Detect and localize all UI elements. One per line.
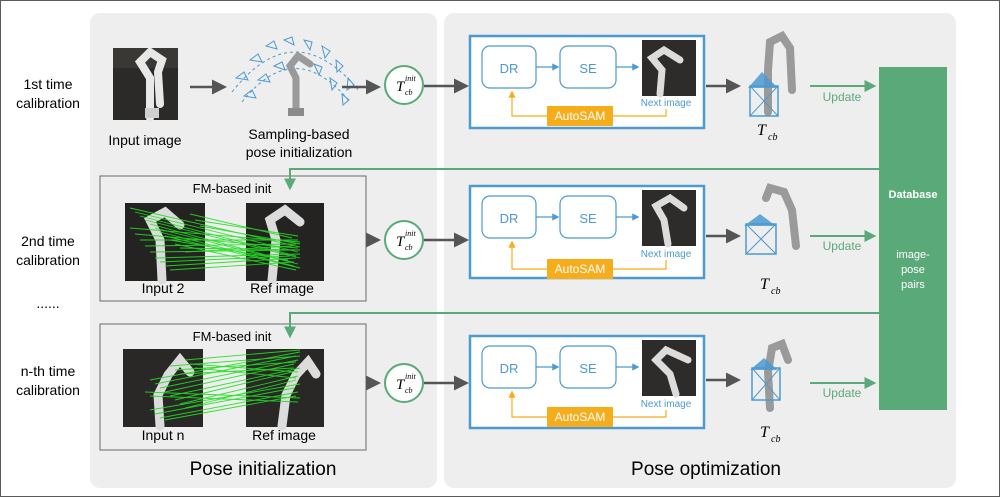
svg-text:T: T (396, 234, 406, 250)
feedback-arrow-row3 (284, 312, 879, 339)
row3-label-line2: calibration (16, 382, 80, 398)
svg-text:cb: cb (771, 434, 780, 445)
svg-text:cb: cb (405, 386, 413, 395)
tcb-robot-row2 (744, 183, 800, 255)
next-image-label-row2: Next image (641, 249, 692, 260)
svg-text:init: init (405, 372, 416, 381)
svg-text:cb: cb (405, 88, 413, 97)
input-image-photo (113, 46, 178, 122)
feature-matches-row3 (144, 349, 301, 421)
next-image-label-row3: Next image (641, 399, 692, 410)
row2-label-line1: 2nd time (21, 233, 75, 249)
update-label-row1: Update (823, 90, 862, 104)
ref-image-label-row3: Ref image (252, 427, 316, 443)
pose-init-section-label: Pose initialization (190, 459, 337, 480)
update-label-row2: Update (823, 239, 862, 253)
svg-text:init: init (405, 229, 416, 238)
autosam-node-row2 (547, 259, 613, 279)
tcb-label-row1: T cb (757, 122, 777, 143)
database-line2: pose (901, 264, 925, 276)
svg-text:T: T (757, 122, 767, 139)
svg-text:DR: DR (500, 61, 519, 76)
database-block (879, 67, 947, 410)
row3-label-line1: n-th time (21, 363, 76, 379)
input-image-label: Input image (108, 132, 181, 148)
feedback-arrow-row2 (284, 168, 879, 191)
sampling-robot (285, 51, 314, 116)
sampling-label-line2: pose initialization (246, 144, 353, 160)
input-n-label: Input n (142, 427, 185, 443)
svg-text:SE: SE (579, 211, 597, 226)
tinit-node-row3: T init cb (384, 363, 424, 403)
next-image-label-row1: Next image (641, 98, 692, 109)
ref-image-label-row2: Ref image (250, 280, 314, 296)
svg-text:T: T (760, 276, 770, 293)
sampling-label-line1: Sampling-based (248, 126, 349, 142)
row1-label-line2: calibration (16, 95, 80, 111)
row1-label-line1: 1st time (23, 76, 72, 92)
database-title: Database (889, 189, 938, 201)
input2-label: Input 2 (142, 280, 185, 296)
svg-text:DR: DR (500, 361, 519, 376)
database-line1: image- (896, 249, 930, 261)
svg-text:AutoSAM: AutoSAM (555, 410, 606, 424)
fm-init-title-row2: FM-based init (193, 181, 272, 196)
tcb-robot-row3 (750, 338, 792, 412)
fm-init-title-row3: FM-based init (193, 329, 272, 344)
svg-text:T: T (760, 424, 770, 441)
svg-text:init: init (405, 74, 416, 83)
opt-block-row3: DR SE Next image AutoSAM (468, 334, 706, 430)
opt-block-row1: DR SE Next image AutoSAM (468, 34, 706, 130)
opt-block-row2: DR SE Next image AutoSAM (468, 184, 706, 280)
svg-text:cb: cb (405, 243, 413, 252)
svg-text:SE: SE (579, 361, 597, 376)
svg-text:AutoSAM: AutoSAM (555, 262, 606, 276)
tcb-robot-row1 (748, 30, 796, 117)
ref-image-photo-row3 (246, 349, 324, 431)
svg-text:SE: SE (579, 61, 597, 76)
svg-text:AutoSAM: AutoSAM (555, 109, 606, 123)
row-ellipsis: ...... (36, 295, 59, 311)
input-n-photo (123, 349, 203, 431)
pose-opt-section-label: Pose optimization (631, 459, 781, 480)
svg-text:cb: cb (771, 286, 780, 297)
svg-text:T: T (396, 79, 406, 95)
feature-matches-row2 (129, 207, 301, 271)
tcb-label-row2: T cb (760, 276, 780, 297)
update-label-row3: Update (823, 386, 862, 400)
svg-text:DR: DR (500, 211, 519, 226)
autosam-node-row1 (547, 106, 613, 126)
tinit-node-row1: T init cb (384, 65, 424, 105)
svg-text:cb: cb (768, 132, 777, 143)
tinit-node-row2: T init cb (384, 220, 424, 260)
autosam-node-row3 (547, 407, 613, 427)
next-image-photo-row1 (642, 40, 696, 96)
sampling-camera-dome (231, 36, 361, 106)
row2-label-line2: calibration (16, 252, 80, 268)
database-line3: pairs (901, 279, 925, 291)
svg-text:T: T (396, 377, 406, 393)
tcb-label-row3: T cb (760, 424, 780, 445)
